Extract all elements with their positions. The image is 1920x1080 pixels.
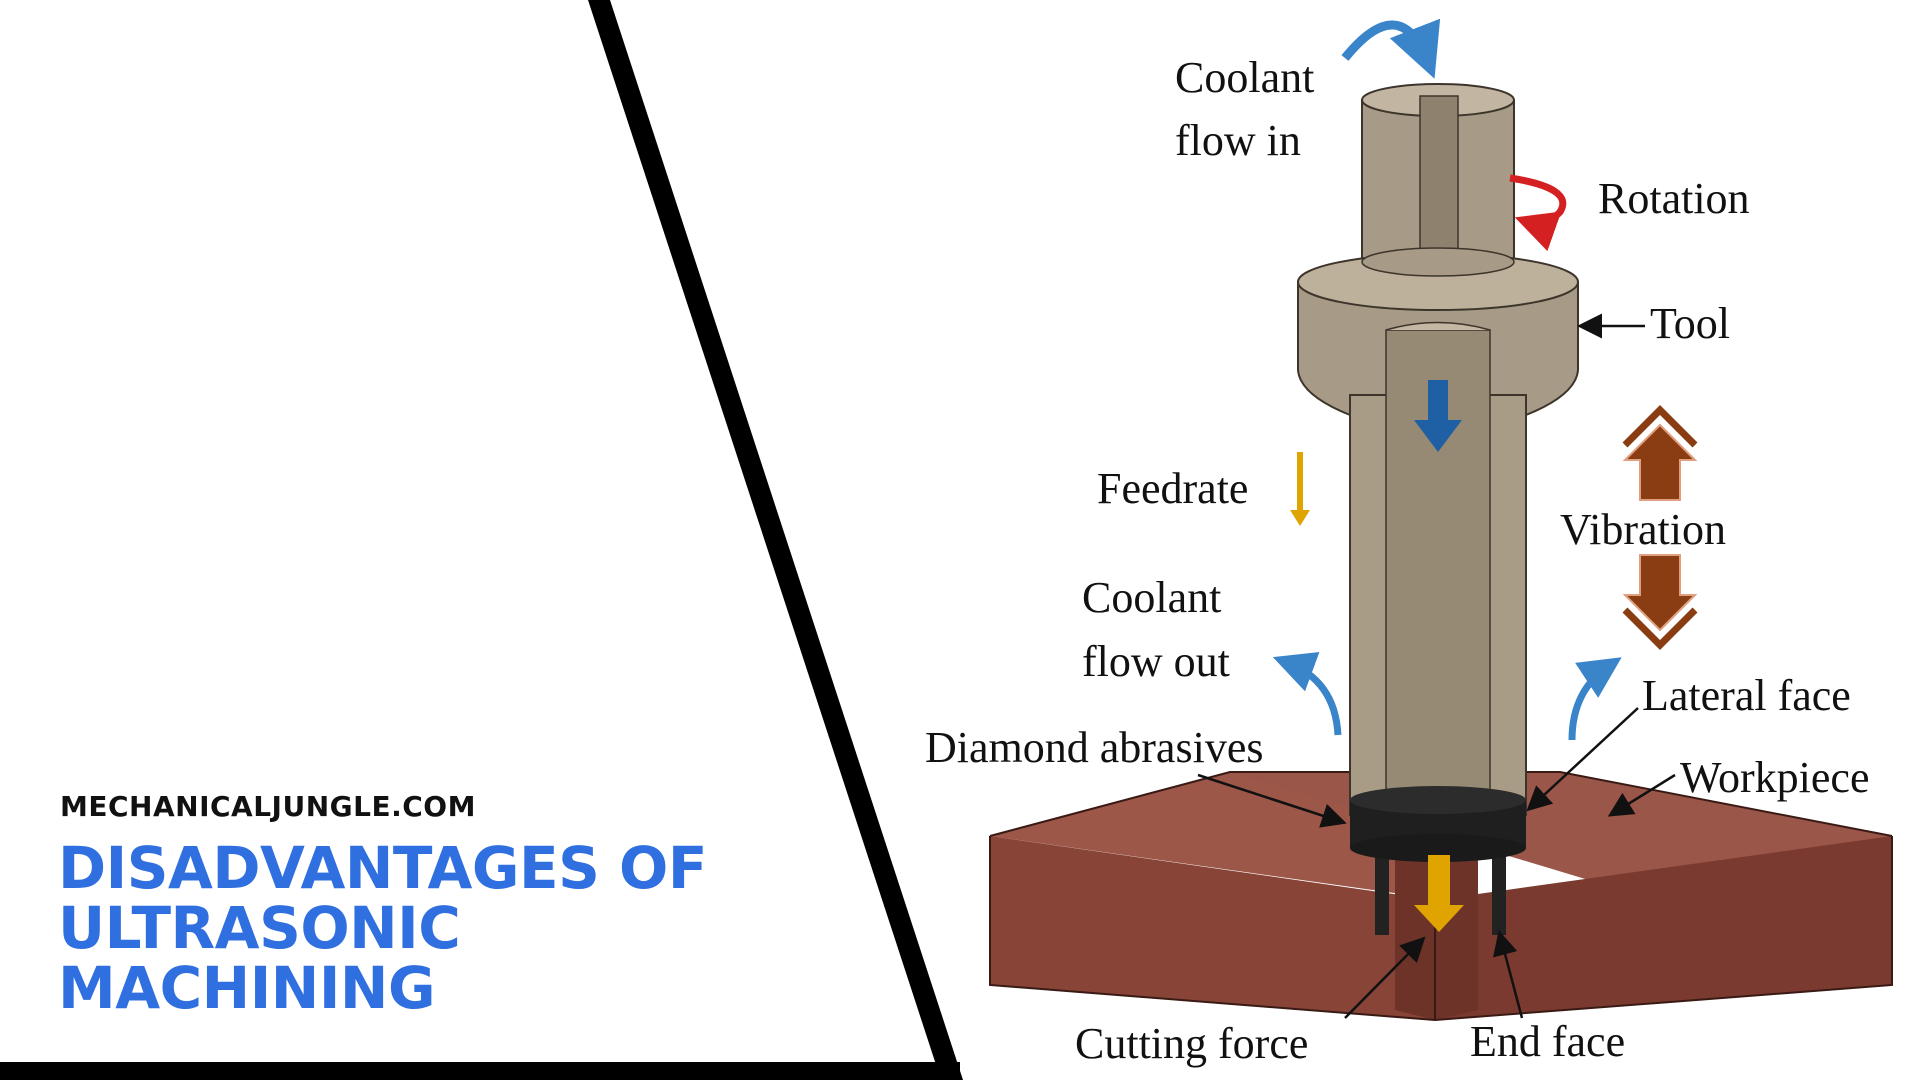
- coolant-down-arrow: [1414, 380, 1462, 452]
- title-line-3: MACHINING: [58, 954, 436, 1022]
- vibration-arrows: [1622, 405, 1698, 650]
- title-line-1: DISADVANTAGES OF: [58, 834, 707, 902]
- label-rotation: Rotation: [1598, 174, 1750, 223]
- title-line-2: ULTRASONIC: [58, 894, 461, 962]
- cutting-force-arrow: [1414, 855, 1464, 932]
- label-vibration: Vibration: [1560, 505, 1726, 554]
- coolant-out-arrow-left: [1272, 651, 1342, 736]
- diagonal-divider: [588, 0, 963, 1080]
- label-tool: Tool: [1650, 299, 1730, 348]
- lateral-face-pointer: [1526, 707, 1639, 812]
- label-coolant-out-1: Coolant: [1082, 573, 1221, 622]
- label-coolant-in-2: flow in: [1175, 116, 1301, 165]
- site-url: MECHANICALJUNGLE.COM: [60, 790, 476, 823]
- cutting-force-pointer: [1344, 936, 1426, 1019]
- bottom-band: [0, 1062, 960, 1080]
- feedrate-arrow: [1290, 452, 1310, 526]
- label-coolant-out-2: flow out: [1082, 637, 1230, 686]
- coolant-out-arrow-right: [1568, 657, 1622, 741]
- label-end-face: End face: [1470, 1017, 1625, 1066]
- label-lateral-face: Lateral face: [1642, 671, 1851, 720]
- label-cutting-force: Cutting force: [1075, 1019, 1308, 1068]
- diamond-abrasives-pointer: [1197, 773, 1347, 828]
- label-coolant-in-1: Coolant: [1175, 53, 1314, 102]
- label-feedrate: Feedrate: [1097, 464, 1248, 513]
- workpiece-pointer: [1607, 773, 1676, 817]
- end-face-pointer: [1493, 930, 1524, 1019]
- label-diamond-abrasives: Diamond abrasives: [925, 723, 1263, 772]
- page-title: DISADVANTAGES OF ULTRASONIC MACHINING: [58, 838, 718, 1018]
- label-workpiece: Workpiece: [1680, 753, 1869, 802]
- tool: [1297, 83, 1579, 862]
- coolant-in-arrow: [1341, 18, 1441, 79]
- rotation-arrow: [1509, 174, 1567, 252]
